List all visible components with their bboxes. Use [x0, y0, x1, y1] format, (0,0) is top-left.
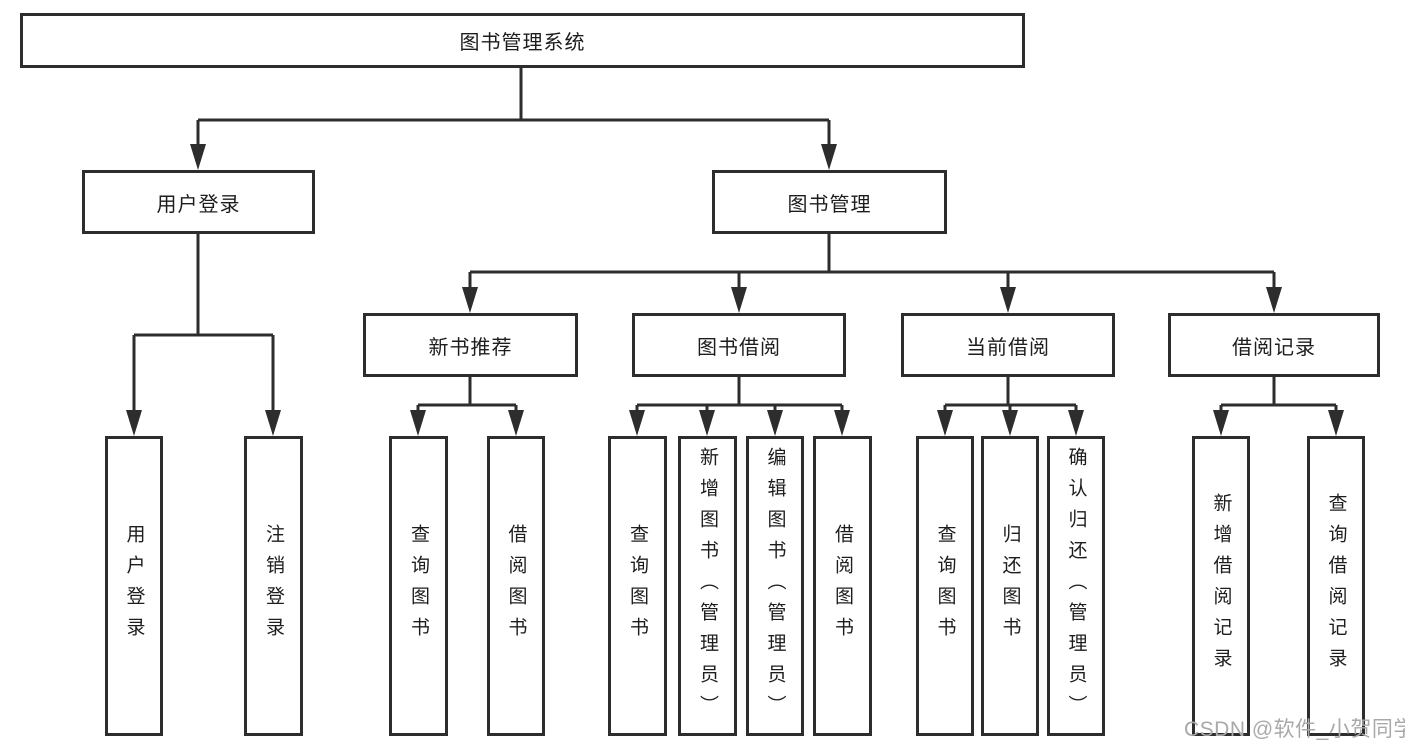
node-root-system: 图书管理系统: [20, 13, 1025, 68]
leaf-borrow-book-recommend: 借阅图书: [487, 436, 545, 736]
leaf-label: 查询图书: [408, 524, 429, 648]
node-current-borrow: 当前借阅: [901, 313, 1115, 377]
leaf-add-book-admin: 新增图书（管理员）: [678, 436, 737, 736]
leaf-label: 编辑图书（管理员）: [764, 446, 786, 726]
node-new-book-recommend: 新书推荐: [363, 313, 578, 377]
leaf-label: 用户登录: [123, 524, 145, 648]
leaf-label: 查询图书: [627, 524, 648, 648]
leaf-query-book-current: 查询图书: [916, 436, 974, 736]
node-book-borrow: 图书借阅: [632, 313, 846, 377]
leaf-borrow-book: 借阅图书: [813, 436, 872, 736]
leaf-label: 借阅图书: [505, 524, 527, 648]
leaf-label: 归还图书: [999, 524, 1021, 648]
leaf-label: 注销登录: [263, 524, 284, 648]
leaf-label: 确认归还（管理员）: [1065, 446, 1087, 726]
leaf-confirm-return-admin: 确认归还（管理员）: [1047, 436, 1105, 736]
leaf-query-book-borrow: 查询图书: [608, 436, 667, 736]
leaf-label: 新增图书（管理员）: [697, 446, 718, 726]
leaf-label: 查询借阅记录: [1325, 493, 1347, 679]
leaf-query-book-recommend: 查询图书: [389, 436, 448, 736]
leaf-add-borrow-record: 新增借阅记录: [1192, 436, 1250, 736]
leaf-label: 查询图书: [934, 524, 956, 648]
node-borrow-record: 借阅记录: [1168, 313, 1380, 377]
leaf-label: 新增借阅记录: [1210, 493, 1232, 679]
leaf-label: 借阅图书: [832, 524, 853, 648]
csdn-watermark: CSDN @软件_小贺同学: [1184, 718, 1405, 741]
leaf-edit-book-admin: 编辑图书（管理员）: [746, 436, 804, 736]
leaf-user-login: 用户登录: [105, 436, 163, 736]
node-user-login: 用户登录: [82, 170, 315, 234]
leaf-query-borrow-record: 查询借阅记录: [1307, 436, 1365, 736]
node-book-management: 图书管理: [712, 170, 947, 234]
leaf-return-book: 归还图书: [981, 436, 1039, 736]
leaf-logout: 注销登录: [244, 436, 303, 736]
